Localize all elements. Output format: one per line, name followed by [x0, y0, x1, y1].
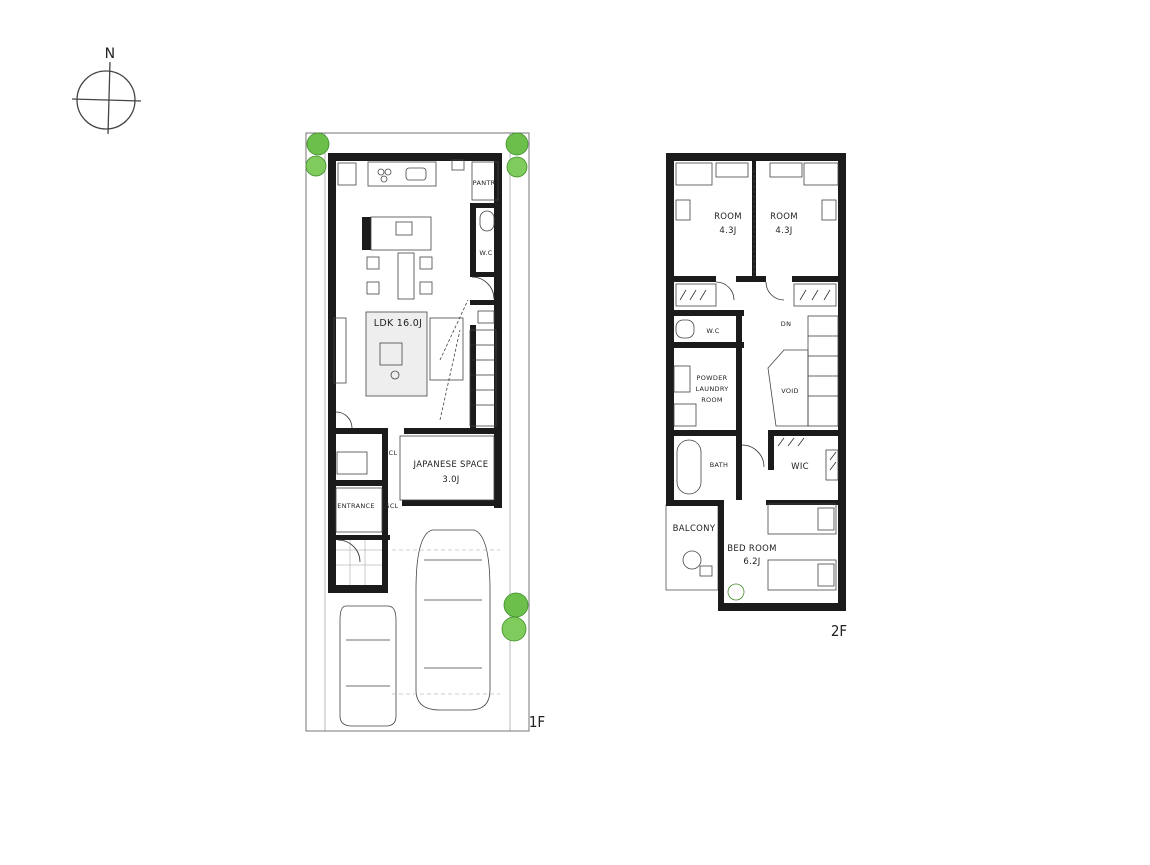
cl-label: CL	[389, 449, 398, 457]
tree-icon	[501, 592, 529, 642]
floor-2-label: 2F	[831, 622, 847, 640]
bedroom-label: BED ROOM	[727, 544, 776, 554]
scl-label: SCL	[385, 502, 398, 510]
entrance-label: ENTRANCE	[337, 502, 375, 510]
tree-icon	[305, 132, 330, 177]
void-label: VOID	[781, 387, 799, 395]
powder-label-2: LAUNDRY	[695, 385, 728, 393]
entrance-floor-tiles	[336, 540, 382, 585]
bedroom-size: 6.2J	[743, 557, 760, 567]
floor-1-label: 1F	[529, 713, 545, 731]
japanese-space-label: JAPANESE SPACE	[413, 460, 489, 470]
dn-label: DN	[781, 320, 791, 328]
floor-1-plan: PANTRY W.C LDK 16.0J JAPANESE SPACE 3.0J	[305, 132, 545, 732]
powder-label-3: ROOM	[701, 396, 723, 404]
north-compass: N	[71, 46, 142, 135]
car-left	[339, 605, 397, 727]
room-left-label: ROOM	[714, 212, 742, 222]
wc-2f-label: W.C	[706, 327, 719, 335]
balcony-label: BALCONY	[673, 524, 716, 534]
tree-icon	[505, 132, 529, 178]
north-label: N	[105, 46, 116, 62]
japanese-space-size: 3.0J	[442, 475, 459, 485]
room-left-size: 4.3J	[719, 226, 736, 236]
ldk-label: LDK 16.0J	[374, 318, 423, 329]
driveway-lines	[392, 549, 500, 695]
room-right-size: 4.3J	[775, 226, 792, 236]
car-right	[415, 529, 491, 711]
wc-1f-label: W.C	[479, 249, 492, 257]
wic-label: WIC	[791, 462, 809, 472]
pantry-label: PANTRY	[473, 179, 500, 187]
powder-label-1: POWDER	[697, 374, 728, 382]
room-right-label: ROOM	[770, 212, 798, 222]
floor-2-plan: ROOM 4.3J ROOM 4.3J W.C DN POWDER LAUNDR…	[665, 153, 847, 640]
plant-icon	[727, 583, 745, 601]
bath-label: BATH	[710, 461, 728, 469]
